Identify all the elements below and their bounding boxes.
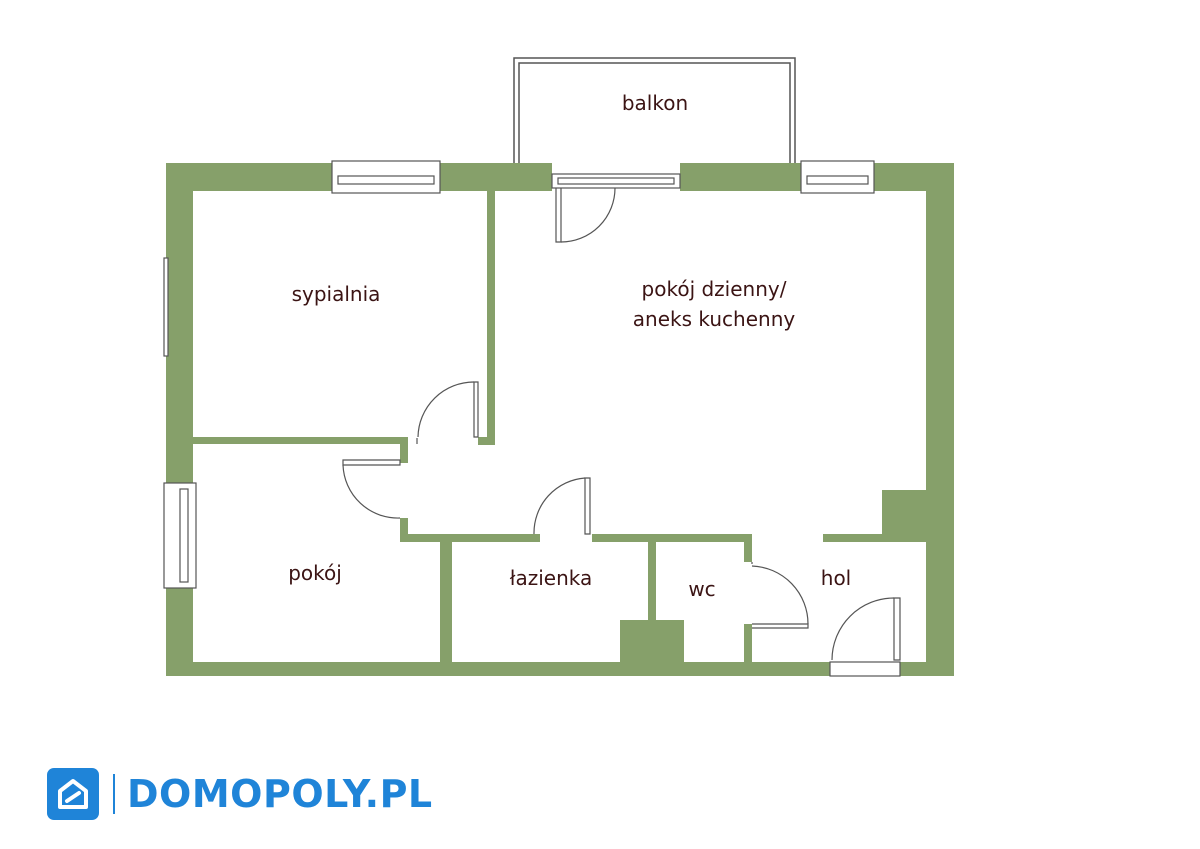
room-label-bathroom: łazienka: [510, 566, 592, 590]
room-label-wc: wc: [688, 577, 715, 601]
windows: [163, 160, 901, 677]
doors: [342, 187, 901, 661]
floor-plan: balkon sypialnia pokój dzienny/ aneks ku…: [163, 57, 954, 677]
room-label-room: pokój: [288, 561, 342, 585]
brand-name: DOMOPOLY.PL: [127, 772, 433, 816]
room-label-bedroom: sypialnia: [292, 282, 381, 306]
brand-separator: [113, 774, 115, 814]
balcony-outline: [513, 57, 796, 163]
room-label-hall: hol: [821, 566, 851, 590]
house-icon: [47, 768, 99, 820]
walls: [166, 163, 954, 676]
room-label-living: pokój dzienny/: [642, 277, 787, 301]
room-label-kitchen: aneks kuchenny: [633, 307, 796, 331]
room-label-balcony: balkon: [622, 91, 688, 115]
brand-logo-block: DOMOPOLY.PL: [47, 768, 433, 820]
